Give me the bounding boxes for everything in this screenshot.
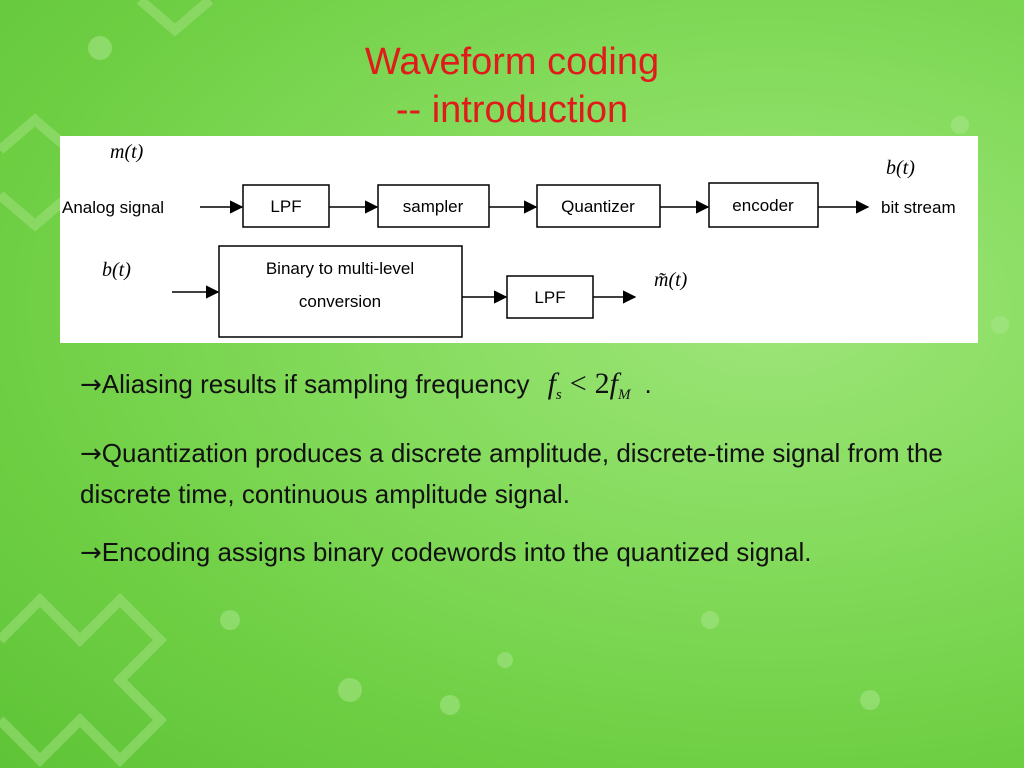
decoder-lpf-label: LPF (534, 288, 565, 307)
bullet-encoding: →Encoding assigns binary codewords into … (80, 532, 980, 573)
reconstructed-signal-symbol: m̃(t) (654, 269, 688, 291)
sampler-block-label: sampler (403, 197, 464, 216)
decoder-input-symbol: b(t) (102, 259, 131, 281)
quantizer-block-label: Quantizer (561, 197, 635, 216)
encoder-block-label: encoder (732, 196, 794, 215)
formula-two: 2 (594, 367, 610, 400)
aliasing-period: . (644, 369, 652, 399)
block-diagram: m(t) Analog signal LPF sampler Quantizer… (62, 141, 956, 338)
quantization-text: Quantization produces a discrete amplitu… (80, 438, 943, 509)
binary-to-multilevel-block (218, 245, 463, 338)
output-signal-symbol: b(t) (886, 157, 915, 179)
slide-title: Waveform coding -- introduction (0, 38, 1024, 134)
block-diagram-panel: m(t) Analog signal LPF sampler Quantizer… (60, 136, 978, 343)
formula-f2: f (609, 367, 619, 400)
bit-stream-label: bit stream (881, 198, 956, 217)
lpf-block-label: LPF (270, 197, 301, 216)
formula-f: f (547, 367, 556, 400)
aliasing-formula: fs<2fM (547, 367, 631, 403)
aliasing-text: Aliasing results if sampling frequency (101, 369, 530, 399)
binary-conversion-label-line2: conversion (299, 292, 381, 311)
encoder-block (708, 182, 819, 228)
binary-conversion-label-line1: Binary to multi-level (266, 259, 414, 278)
arrow-right-icon: → (80, 370, 102, 400)
formula-sub-s: s (555, 387, 562, 403)
input-signal-symbol: m(t) (110, 141, 144, 163)
decoder-lpf-block (506, 275, 594, 319)
bullet-quantization: →Quantization produces a discrete amplit… (80, 433, 980, 514)
title-line-2: -- introduction (395, 89, 629, 131)
sampler-block (377, 184, 490, 228)
lpf-block (242, 184, 330, 228)
arrow-right-icon: → (80, 538, 102, 568)
encoding-text: Encoding assigns binary codewords into t… (101, 537, 812, 567)
analog-signal-label: Analog signal (62, 198, 164, 217)
quantizer-block (536, 184, 661, 228)
title-line-1: Waveform coding (364, 41, 660, 83)
bullet-aliasing: →Aliasing results if sampling frequency f… (80, 364, 980, 415)
arrow-right-icon: → (80, 439, 102, 469)
formula-less-than: < (569, 367, 587, 400)
formula-sub-m: M (618, 387, 631, 403)
